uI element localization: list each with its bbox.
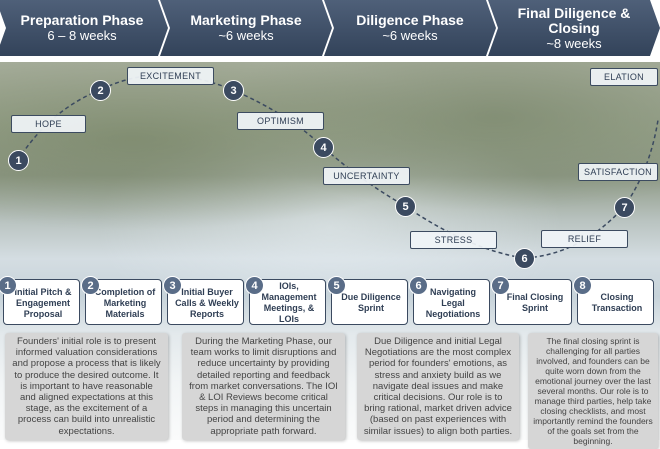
phase-final-closing: Final Diligence & Closing~8 weeks [488, 0, 660, 56]
step-number: 4 [245, 276, 264, 295]
emotion-stress: STRESS [410, 231, 497, 249]
curve-point-4: 4 [313, 137, 334, 158]
step-card: IOIs, Management Meetings, & LOIs [249, 279, 326, 325]
description-marketing: During the Marketing Phase, our team wor… [182, 333, 345, 440]
description-preparation: Founders' initial role is to present inf… [5, 333, 168, 440]
description-closing: The final closing sprint is challenging … [528, 333, 658, 449]
emotion-elation: ELATION [590, 68, 658, 86]
phase-marketing: Marketing Phase~6 weeks [160, 0, 332, 56]
phase-diligence: Diligence Phase~6 weeks [324, 0, 496, 56]
curve-point-3: 3 [223, 80, 244, 101]
curve-point-7: 7 [614, 197, 635, 218]
step-number: 3 [163, 276, 182, 295]
phase-title: Marketing Phase [190, 12, 302, 28]
step-number: 5 [327, 276, 346, 295]
step-number: 7 [491, 276, 510, 295]
phase-duration: ~6 weeks [218, 28, 274, 43]
emotion-hope: HOPE [11, 115, 86, 133]
step-number: 1 [0, 276, 17, 295]
step-number: 2 [81, 276, 100, 295]
step-card: Final Closing Sprint [495, 279, 572, 325]
emotion-excitement: EXCITEMENT [127, 67, 214, 85]
phase-title: Diligence Phase [356, 12, 464, 28]
curve-point-2: 2 [90, 80, 111, 101]
step-number: 8 [573, 276, 592, 295]
phase-title: Final Diligence & Closing [517, 4, 631, 36]
step-card: Closing Transaction [577, 279, 654, 325]
phase-duration: 6 – 8 weeks [47, 28, 117, 43]
phase-title: Preparation Phase [20, 12, 144, 28]
emotion-uncertainty: UNCERTAINTY [323, 167, 410, 185]
step-number: 6 [409, 276, 428, 295]
phase-duration: ~8 weeks [546, 35, 602, 51]
curve-point-1: 1 [8, 150, 29, 171]
curve-point-6: 6 [514, 248, 535, 269]
emotion-satisfaction: SATISFACTION [578, 163, 658, 181]
emotion-optimism: OPTIMISM [237, 112, 324, 130]
curve-point-5: 5 [395, 196, 416, 217]
phase-duration: ~6 weeks [382, 28, 438, 43]
emotion-relief: RELIEF [541, 230, 628, 248]
description-diligence: Due Diligence and initial Legal Negotiat… [357, 333, 519, 440]
